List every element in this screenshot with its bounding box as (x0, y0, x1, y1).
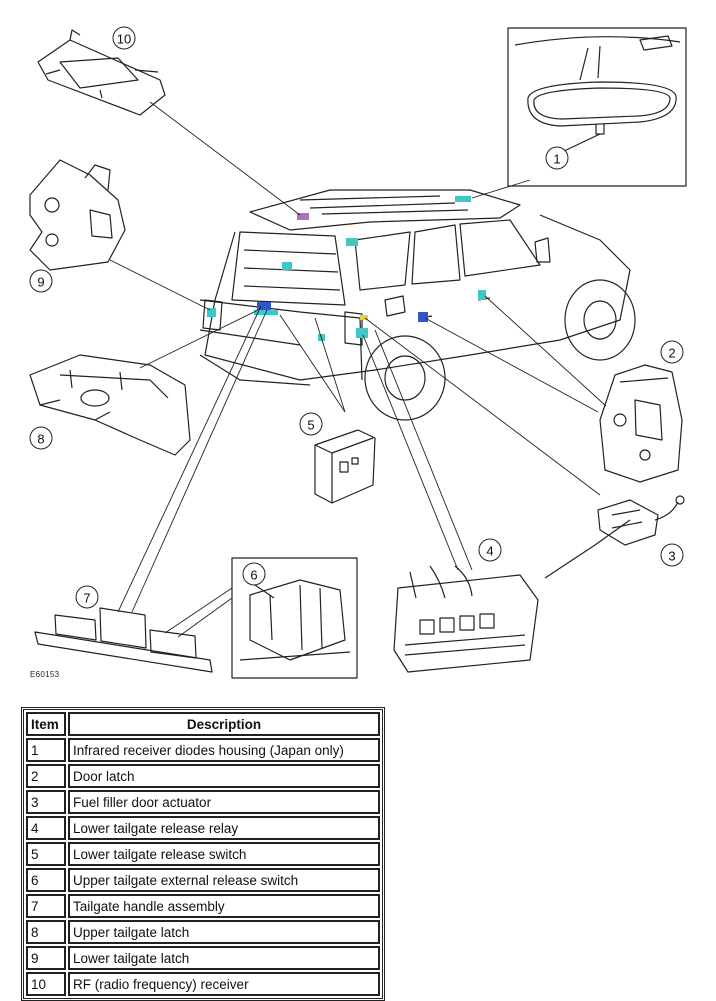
legend-item-number: 8 (26, 920, 66, 944)
door-latch-illustration (599, 364, 683, 483)
highlight-roof-side (346, 238, 358, 246)
callout-label-1: 1 (553, 152, 560, 167)
callout-label-3: 3 (668, 549, 675, 564)
legend-item-number: 9 (26, 946, 66, 970)
legend-item-number: 4 (26, 816, 66, 840)
legend-item-description: Lower tailgate release switch (68, 842, 380, 866)
legend-item-number: 2 (26, 764, 66, 788)
callout-circle-8 (29, 426, 53, 450)
table-row: 7 Tailgate handle assembly (26, 894, 380, 918)
callout-label-2: 2 (668, 346, 675, 361)
legend-item-description: Lower tailgate latch (68, 946, 380, 970)
table-row: 3 Fuel filler door actuator (26, 790, 380, 814)
upper-tailgate-latch-illustration (29, 354, 191, 456)
rf-receiver-illustration (37, 29, 166, 116)
legend-header-item: Item (26, 712, 66, 736)
table-row: 9 Lower tailgate latch (26, 946, 380, 970)
legend-item-description: Door latch (68, 764, 380, 788)
legend-item-description: RF (radio frequency) receiver (68, 972, 380, 996)
table-row: 1 Infrared receiver diodes housing (Japa… (26, 738, 380, 762)
legend-header-description: Description (68, 712, 380, 736)
legend-item-number: 10 (26, 972, 66, 996)
table-row: 8 Upper tailgate latch (26, 920, 380, 944)
figure-id: E60153 (30, 670, 60, 679)
table-row: 10 RF (radio frequency) receiver (26, 972, 380, 996)
callout-label-4: 4 (486, 544, 493, 559)
legend-item-number: 7 (26, 894, 66, 918)
highlight-relay (356, 328, 368, 338)
table-row: 5 Lower tailgate release switch (26, 842, 380, 866)
highlight-door-latch (418, 312, 428, 322)
tailgate-handle-illustration (34, 607, 213, 673)
callouts (29, 26, 684, 609)
legend-item-description: Tailgate handle assembly (68, 894, 380, 918)
callout-circle-7 (75, 585, 99, 609)
fuel-actuator-illustration (544, 495, 685, 579)
table-row: 6 Upper tailgate external release switch (26, 868, 380, 892)
callout-circle-4 (478, 538, 502, 562)
callout-label-7: 7 (83, 591, 90, 606)
legend-table: Item Description 1 Infrared receiver dio… (21, 707, 385, 1001)
release-switch-illustration (314, 429, 376, 504)
legend-item-description: Lower tailgate release relay (68, 816, 380, 840)
callout-label-9: 9 (37, 275, 44, 290)
callout-label-6: 6 (250, 568, 257, 583)
release-switch-inset (231, 557, 358, 679)
highlight-lower-tailgate-latch (207, 308, 216, 317)
callout-circle-2 (660, 340, 684, 364)
highlight-latch-front (478, 290, 486, 300)
legend-item-number: 6 (26, 868, 66, 892)
relay-board-illustration (393, 565, 539, 673)
legend-header-row: Item Description (26, 712, 380, 736)
mirror-inset (507, 27, 687, 187)
highlight-upper-release-switch (257, 302, 271, 310)
callout-circle-1 (545, 146, 569, 170)
component-location-diagram: 10 1 9 2 8 5 3 4 6 7 (29, 26, 687, 679)
lower-tailgate-latch-illustration (29, 159, 126, 271)
highlight-tailgate-glass (282, 262, 292, 270)
callout-label-5: 5 (307, 418, 314, 433)
leader-lines (109, 101, 607, 638)
callout-circle-9 (29, 269, 53, 293)
callout-circle-6 (242, 562, 266, 586)
highlight-ir-receiver (455, 196, 471, 202)
table-row: 4 Lower tailgate release relay (26, 816, 380, 840)
legend-item-description: Upper tailgate latch (68, 920, 380, 944)
legend-item-description: Upper tailgate external release switch (68, 868, 380, 892)
legend-item-description: Fuel filler door actuator (68, 790, 380, 814)
callout-label-8: 8 (37, 432, 44, 447)
legend-item-description: Infrared receiver diodes housing (Japan … (68, 738, 380, 762)
callout-circle-10 (112, 26, 136, 50)
legend-item-number: 3 (26, 790, 66, 814)
table-row: 2 Door latch (26, 764, 380, 788)
callout-label-10: 10 (117, 32, 131, 47)
legend-item-number: 5 (26, 842, 66, 866)
callout-circle-5 (299, 412, 323, 436)
callout-circle-3 (660, 543, 684, 567)
highlight-rf-receiver (297, 213, 309, 220)
highlight-fuel-actuator (360, 315, 368, 320)
legend-item-number: 1 (26, 738, 66, 762)
